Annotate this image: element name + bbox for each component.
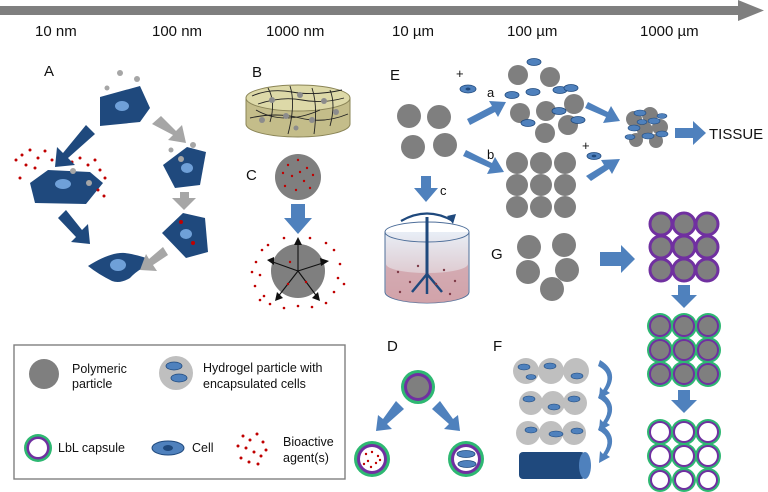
capsule-with-agents (354, 441, 390, 477)
panel-c-release (250, 154, 346, 310)
cell-right (163, 134, 206, 188)
size-scale-arrow (0, 0, 764, 21)
tissue-cluster (624, 107, 669, 148)
capsule-with-cells (448, 441, 484, 477)
bioreactor (384, 212, 470, 304)
route-a-mixture (504, 58, 586, 143)
f-tissue-block (519, 452, 591, 479)
arrow-a-right-down (172, 192, 196, 210)
cell-spread (88, 252, 157, 282)
f-row-2 (519, 391, 587, 415)
panel-b-scaffold (245, 84, 351, 138)
cell-lower-right (162, 213, 208, 258)
legend-polymeric-line2: particle (72, 377, 112, 391)
f-curved-arrows (598, 360, 613, 463)
legend-polymeric-line1: Polymeric (72, 362, 127, 376)
route-b-packed (506, 152, 576, 218)
arrow-route-b (463, 150, 504, 174)
legend-bioactive-line1: Bioactive (283, 435, 334, 449)
route-c-label: c (440, 183, 447, 198)
panel-a-cell-cycle (14, 70, 208, 282)
size-scale-labels: 10 nm 100 nm 1000 nm 10 µm 100 µm 1000 µ… (35, 23, 699, 40)
scale-1000um: 1000 µm (640, 23, 699, 40)
panel-d-capsules (354, 370, 484, 477)
arrow-g-down-2 (671, 390, 697, 413)
panel-e-label: E (390, 67, 400, 84)
mini-cell-a (459, 84, 477, 94)
scale-100nm: 100 nm (152, 23, 202, 40)
legend-bioactive: Bioactive agent(s) (236, 432, 334, 466)
arrow-d-left (376, 401, 404, 431)
arrow-to-tissue (675, 121, 706, 145)
arrow-a-top-left (55, 125, 95, 167)
legend-lbl-text: LbL capsule (58, 441, 125, 455)
panel-b-label: B (252, 64, 262, 81)
legend-bioactive-line2: agent(s) (283, 451, 329, 465)
arrow-c-down (284, 204, 312, 234)
route-b-label: b (487, 147, 494, 162)
route-a-label: a (487, 85, 495, 100)
legend-hydrogel-line2: encapsulated cells (203, 377, 306, 391)
scale-10um: 10 µm (392, 23, 434, 40)
panel-f-stack (513, 358, 613, 479)
scale-1000nm: 1000 nm (266, 23, 324, 40)
panel-e-particles (397, 104, 457, 159)
arrow-to-tissue-b (586, 159, 620, 181)
f-row-1 (513, 358, 589, 384)
panel-g-label: G (491, 246, 503, 263)
mini-cell-b (586, 152, 602, 160)
legend-lbl: LbL capsule (24, 434, 125, 462)
coated-network-2 (647, 313, 721, 387)
panel-d-label: D (387, 338, 398, 355)
plus-b: + (582, 138, 590, 153)
panel-g-particles (516, 233, 579, 301)
panel-a-label: A (44, 63, 54, 80)
plus-a: + (456, 66, 464, 81)
arrow-route-c (414, 176, 438, 202)
arrow-route-a (467, 101, 506, 125)
coated-network-1 (648, 211, 720, 283)
f-row-3 (516, 421, 586, 445)
arrow-to-tissue-a (585, 102, 620, 123)
arrow-g-right (600, 245, 635, 273)
arrow-a-bottom-left (58, 210, 90, 244)
tissue-label: TISSUE (709, 126, 763, 143)
legend-cell: Cell (151, 440, 214, 456)
panel-f-label: F (493, 338, 502, 355)
arrow-a-top-right (152, 116, 186, 143)
arrow-g-down-1 (671, 285, 697, 308)
legend-box: Polymeric particle Hydrogel particle wit… (13, 344, 346, 480)
panel-c-label: C (246, 167, 257, 184)
scale-100um: 100 µm (507, 23, 557, 40)
arrow-d-right (432, 401, 460, 431)
legend-hydrogel-line1: Hydrogel particle with (203, 361, 323, 375)
hollow-network (647, 419, 721, 492)
legend-hydrogel: Hydrogel particle with encapsulated cell… (159, 356, 323, 391)
legend-cell-text: Cell (192, 441, 214, 455)
cell-top (100, 70, 150, 126)
arrow-a-bottom-right (140, 247, 168, 271)
scale-10nm: 10 nm (35, 23, 77, 40)
legend-polymeric: Polymeric particle (29, 359, 127, 391)
